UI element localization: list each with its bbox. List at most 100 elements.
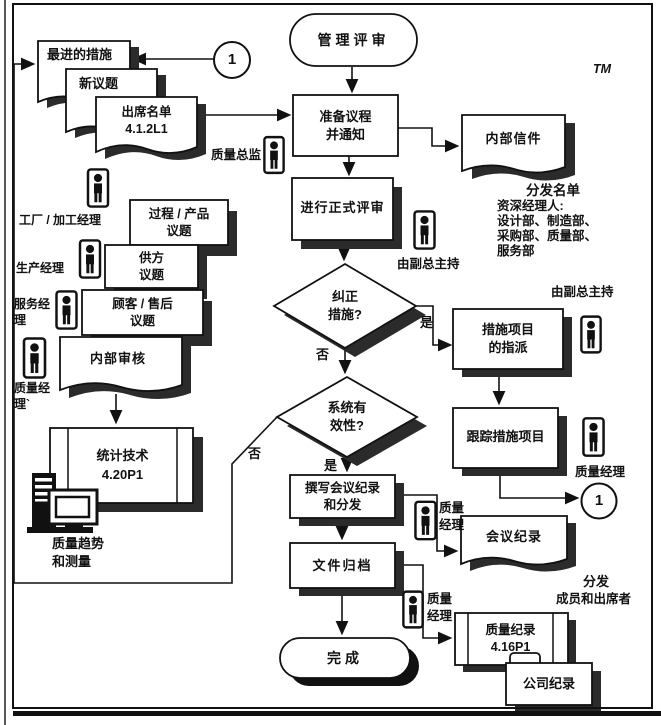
vp-host-review-label: 由副总主持 bbox=[397, 257, 460, 271]
senior-managers-line: 资深经理人: bbox=[497, 199, 564, 213]
effectiveness-line2: 效性? bbox=[330, 418, 364, 433]
loop-circle-top bbox=[213, 41, 251, 79]
yes-effectiveness-label: 是 bbox=[324, 458, 338, 473]
trademark-label: TM bbox=[593, 62, 612, 76]
quality-manager-write-label: 质量 经理 bbox=[439, 500, 464, 534]
doc-recent-actions-label: 最进的措施 bbox=[47, 47, 113, 62]
qm-archive-line1: 质量 bbox=[427, 592, 453, 606]
meeting-minutes-label: 会议纪录 bbox=[485, 529, 542, 545]
person-icon-quality-director bbox=[263, 135, 285, 175]
write-minutes-label: 撰写会议纪录 和分发 bbox=[290, 475, 395, 518]
quality-records-line1: 质量纪录 bbox=[485, 623, 536, 637]
corrective-line2: 措施? bbox=[328, 307, 362, 322]
quality-records-label: 质量纪录 4.16P1 bbox=[468, 615, 553, 663]
prepare-line2: 并通知 bbox=[325, 126, 365, 142]
no-effectiveness-label: 否 bbox=[248, 446, 262, 461]
effectiveness-line1: 系统有 bbox=[327, 400, 367, 415]
corrective-decision-label: 纠正 措施? bbox=[295, 282, 395, 330]
box-prepare-agenda bbox=[292, 94, 399, 157]
person-icon-vp-assign bbox=[580, 315, 602, 354]
person-icon-qm-archive bbox=[402, 590, 424, 629]
yes-corrective-label: 是 bbox=[420, 315, 434, 330]
loop-circle-right-label: 1 bbox=[594, 492, 604, 509]
doc-attendance-list bbox=[95, 96, 206, 161]
trend-label: 质量趋势 和测量 bbox=[52, 535, 104, 571]
start-label: 管理评审 bbox=[317, 31, 390, 48]
company-records-label: 公司纪录 bbox=[522, 676, 575, 692]
person-icon-qm-track bbox=[582, 417, 605, 457]
doc-meeting-minutes bbox=[460, 515, 576, 572]
production-manager-label: 生产经理 bbox=[16, 261, 65, 275]
qm-write-line1: 质量 bbox=[439, 501, 465, 515]
box-track-action-items bbox=[452, 407, 567, 476]
assign-line2: 的指派 bbox=[488, 340, 528, 355]
doc-internal-letter bbox=[461, 114, 575, 181]
statistics-label: 统计技术 4.20P1 bbox=[68, 430, 177, 500]
page-border bbox=[12, 3, 653, 709]
box-write-minutes bbox=[289, 474, 404, 526]
customer-line2: 议题 bbox=[129, 313, 155, 328]
customer-topics-label: 顾客 / 售后 议题 bbox=[82, 290, 203, 335]
connector-prepare-to-letter bbox=[398, 127, 460, 153]
quality-director-label: 质量总监 bbox=[211, 148, 262, 162]
statistics-line2: 4.20P1 bbox=[101, 467, 144, 482]
connector-track-to-loop1 bbox=[499, 468, 580, 505]
track-label: 跟踪措施项目 bbox=[466, 429, 545, 445]
assign-line1: 措施项目 bbox=[481, 322, 534, 337]
page-bottom-bar bbox=[13, 711, 661, 716]
quality-manager-track-label: 质量经理 bbox=[575, 465, 626, 479]
box-assign-action-items bbox=[452, 308, 572, 377]
distribute-line1-label: 分发 bbox=[583, 574, 610, 589]
internal-audit-label: 内部审核 bbox=[90, 351, 147, 366]
trend-line2: 和测量 bbox=[52, 554, 92, 569]
write-line1: 撰写会议纪录 bbox=[304, 480, 380, 495]
terminal-start bbox=[289, 13, 418, 67]
supplier-topics-label: 供方 议题 bbox=[105, 245, 198, 288]
person-icon-production-manager bbox=[78, 239, 102, 279]
service-manager-line2: 理 bbox=[14, 313, 27, 327]
qm-write-line2: 经理 bbox=[439, 518, 465, 532]
computer-icon bbox=[27, 473, 99, 533]
archive-label: 文件归档 bbox=[312, 557, 373, 573]
conduct-label: 进行正式评审 bbox=[300, 200, 385, 216]
distribution-detail: 资深经理人: 设计部、制造部、 采购部、质量部、 服务部 bbox=[497, 199, 597, 259]
connector-corrective-yes-to-assign bbox=[416, 305, 453, 352]
person-icon-service-manager bbox=[55, 290, 78, 330]
connector-no-loop-left bbox=[13, 57, 278, 584]
trend-line1: 质量趋势 bbox=[52, 536, 105, 551]
quality-manager-left-line2: 理` bbox=[14, 396, 30, 411]
person-icon-qm-write bbox=[414, 500, 437, 541]
folder-company-records bbox=[505, 652, 601, 711]
loop-circle-top-label: 1 bbox=[227, 51, 237, 68]
supplier-line1: 供方 bbox=[138, 250, 164, 265]
box-customer-topics bbox=[81, 289, 212, 346]
doc-new-topics-label: 新议题 bbox=[79, 76, 119, 91]
statistics-line1: 统计技术 bbox=[96, 448, 149, 463]
person-icon-vp-review bbox=[413, 210, 436, 250]
quality-records-line2: 4.16P1 bbox=[490, 640, 531, 654]
quality-manager-left-label: 质量经 理` bbox=[14, 381, 50, 412]
doc-internal-audit bbox=[59, 336, 191, 400]
prepare-label: 准备议程 并通知 bbox=[293, 95, 398, 156]
qm-archive-line2: 经理 bbox=[427, 609, 453, 623]
assign-label: 措施项目 的指派 bbox=[453, 309, 563, 369]
quality-manager-archive-label: 质量 经理 bbox=[427, 591, 452, 625]
person-icon-quality-manager-left bbox=[22, 337, 47, 379]
distribution-title-label: 分发名单 bbox=[526, 183, 580, 198]
factory-manager-label: 工厂 / 加工经理 bbox=[19, 213, 102, 227]
done-label: 完成 bbox=[327, 649, 363, 666]
corrective-line1: 纠正 bbox=[331, 289, 358, 304]
process-product-label: 过程 / 产品 议题 bbox=[130, 200, 228, 245]
dept-line2: 采购部、质量部、 bbox=[497, 229, 598, 243]
connector-write-to-minutes bbox=[395, 494, 459, 558]
process-product-line2: 议题 bbox=[166, 223, 192, 238]
effectiveness-decision-label: 系统有 效性? bbox=[297, 393, 397, 441]
write-line2: 和分发 bbox=[323, 497, 362, 512]
no-corrective-label: 否 bbox=[316, 347, 330, 362]
person-icon-factory-manager bbox=[86, 168, 110, 208]
internal-letter-label: 内部信件 bbox=[485, 131, 542, 147]
service-manager-label: 服务经 理 bbox=[14, 296, 50, 328]
loop-circle-right bbox=[580, 482, 618, 520]
